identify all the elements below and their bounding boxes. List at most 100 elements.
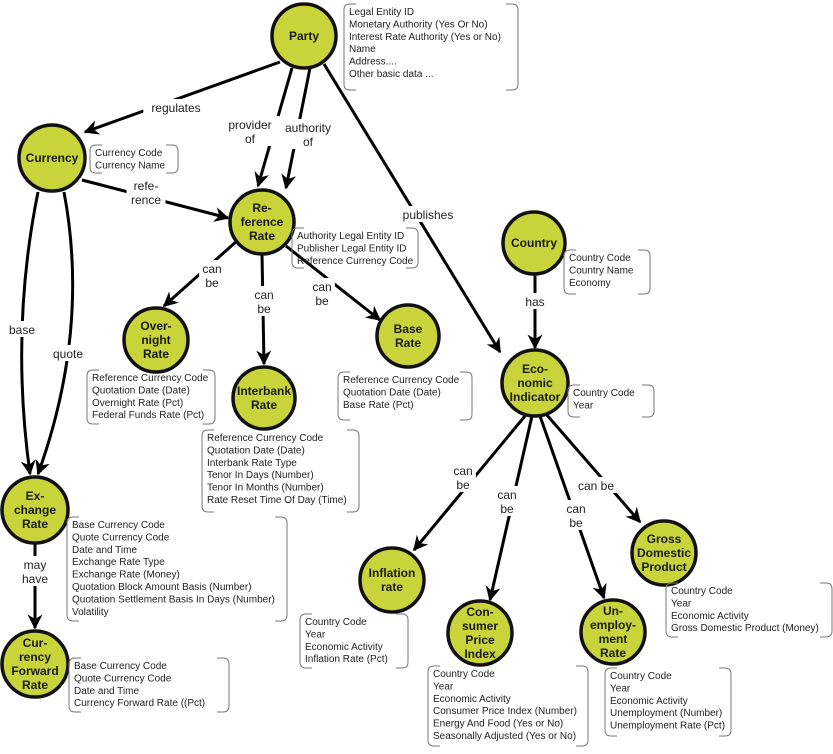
entity-label-line: Con- — [466, 605, 493, 619]
edge-label-background — [395, 206, 461, 222]
attribute-item: Economic Activity — [305, 642, 383, 653]
attribute-item: Unemployment Rate (Pct) — [610, 721, 725, 732]
entity-label-line: night — [141, 333, 170, 347]
attribute-item: Country Name — [569, 265, 634, 276]
entity-circle[interactable] — [358, 546, 426, 614]
attribute-item: Year — [305, 629, 326, 640]
edge-label-line: be — [315, 294, 329, 308]
left-bracket — [299, 613, 312, 669]
edge-label-line: base — [9, 323, 35, 337]
left-bracket — [86, 369, 99, 425]
attribute-item: Currency Code — [95, 148, 163, 159]
edge-label-line: publishes — [403, 208, 454, 222]
left-bracket — [665, 582, 678, 638]
entity-label-line: Cur- — [23, 636, 48, 650]
attribute-item: Energy And Food (Yes or No) — [433, 719, 563, 730]
entity-node-country[interactable]: Country — [501, 210, 567, 276]
attribute-item: Monetary Authority (Yes Or No) — [349, 19, 488, 30]
entity-label-line: rency — [19, 650, 51, 664]
attribute-item: Quote Currency Code — [72, 532, 170, 543]
attribute-item: Overnight Rate (Pct) — [92, 398, 183, 409]
edge-label-background — [220, 116, 280, 146]
entity-circle[interactable] — [375, 303, 441, 369]
entity-circle[interactable] — [579, 598, 647, 666]
edge-label-line: authority — [285, 121, 331, 135]
entity-circle[interactable] — [0, 629, 70, 699]
entity-circle[interactable] — [122, 306, 190, 374]
entity-label-line: Price — [465, 633, 495, 647]
attribute-item: Rate Reset Time Of Day (Time) — [207, 495, 347, 506]
entity-node-currency[interactable]: Currency — [17, 123, 87, 193]
entity-circle[interactable] — [228, 188, 296, 256]
attribute-item: Gross Domestic Product (Money) — [671, 623, 819, 634]
entity-circle[interactable] — [0, 475, 70, 545]
entity-label-line: Domestic — [637, 546, 691, 560]
entity-circle[interactable] — [446, 599, 514, 667]
entity-label-line: rate — [381, 580, 403, 594]
attribute-item: Reference Currency Code — [92, 373, 209, 384]
edge-label: publishes — [403, 208, 454, 222]
entity-circle[interactable] — [17, 123, 87, 193]
attribute-item: Quotation Date (Date) — [92, 385, 190, 396]
edge-arrow — [83, 60, 281, 135]
attribute-item: Currency Name — [95, 160, 165, 171]
edge-economic-indicator-to-gross-domestic-product: can be — [544, 413, 642, 524]
left-bracket — [68, 657, 81, 713]
entity-circle[interactable] — [630, 519, 698, 587]
edge-party-to-economic-indicator: publishes — [322, 63, 502, 354]
edge-label-line: be — [205, 276, 219, 290]
right-bracket — [217, 657, 230, 713]
right-bracket — [396, 613, 409, 669]
entity-node-party[interactable]: Party — [270, 2, 338, 70]
entity-circle[interactable] — [270, 2, 338, 70]
entity-circle[interactable] — [500, 348, 570, 418]
edge-arrow — [544, 413, 642, 524]
left-bracket — [563, 249, 576, 295]
entity-label-line: Base — [394, 322, 423, 336]
attribute-item: Base Currency Code — [72, 520, 165, 531]
edge-label-background — [251, 286, 277, 316]
attribute-item: Date and Time — [72, 545, 137, 556]
entity-circle[interactable] — [231, 365, 297, 431]
edge-label-line: regulates — [151, 101, 200, 115]
entity-circle[interactable] — [501, 210, 567, 276]
attribute-item: Volatility — [72, 607, 109, 618]
